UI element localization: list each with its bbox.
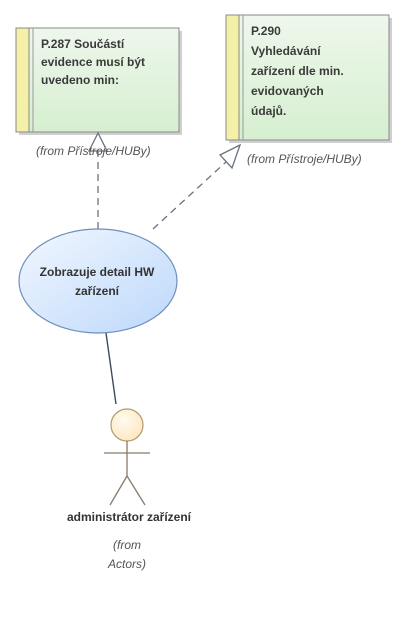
requirement-290-box xyxy=(225,14,390,141)
dependency-to-requirement-287[interactable] xyxy=(87,131,109,229)
requirement-290-stripe xyxy=(225,14,240,141)
dependency-287-arrowhead xyxy=(87,131,109,152)
dependency-to-requirement-290[interactable] xyxy=(152,143,242,230)
association-line[interactable] xyxy=(105,332,117,405)
requirement-287[interactable]: P.287 Součástí evidence musí být uvedeno… xyxy=(15,27,182,135)
actor-from-line-1: (from xyxy=(113,538,141,552)
requirement-287-line-1: P.287 Součástí xyxy=(41,37,125,51)
actor-name: administrátor zařízení xyxy=(67,510,192,524)
requirement-290-from-label: (from Přístroje/HUBy) xyxy=(247,152,362,166)
requirement-290-line-2: Vyhledávání xyxy=(251,44,321,58)
use-case-ellipse xyxy=(18,228,178,334)
requirement-287-stripe xyxy=(15,27,30,133)
requirement-287-box xyxy=(15,27,180,133)
requirement-290-line-3: zařízení dle min. xyxy=(251,64,344,78)
requirement-290[interactable]: P.290 Vyhledávání zařízení dle min. evid… xyxy=(225,14,392,143)
use-case-zobrazuje-detail[interactable]: Zobrazuje detail HW zařízení xyxy=(18,228,178,334)
actor-head-icon xyxy=(110,408,144,442)
use-case-label-line-1: Zobrazuje detail HW xyxy=(40,265,155,279)
requirement-287-line-3: uvedeno min: xyxy=(41,73,119,87)
requirement-290-line-4: evidovaných xyxy=(251,84,324,98)
actor-right-leg xyxy=(126,475,146,506)
requirement-290-line-5: údajů. xyxy=(251,104,286,118)
actor-administrator[interactable]: administrátor zařízení (from Actors) xyxy=(67,408,192,571)
actor-from-line-2: Actors) xyxy=(107,557,146,571)
requirement-287-line-2: evidence musí být xyxy=(41,55,145,69)
use-case-label-line-2: zařízení xyxy=(75,284,120,298)
requirement-290-line-1: P.290 xyxy=(251,24,281,38)
dependency-290-arrowhead xyxy=(218,143,242,170)
requirement-287-from-label: (from Přístroje/HUBy) xyxy=(36,144,151,158)
actor-left-leg xyxy=(109,475,128,506)
